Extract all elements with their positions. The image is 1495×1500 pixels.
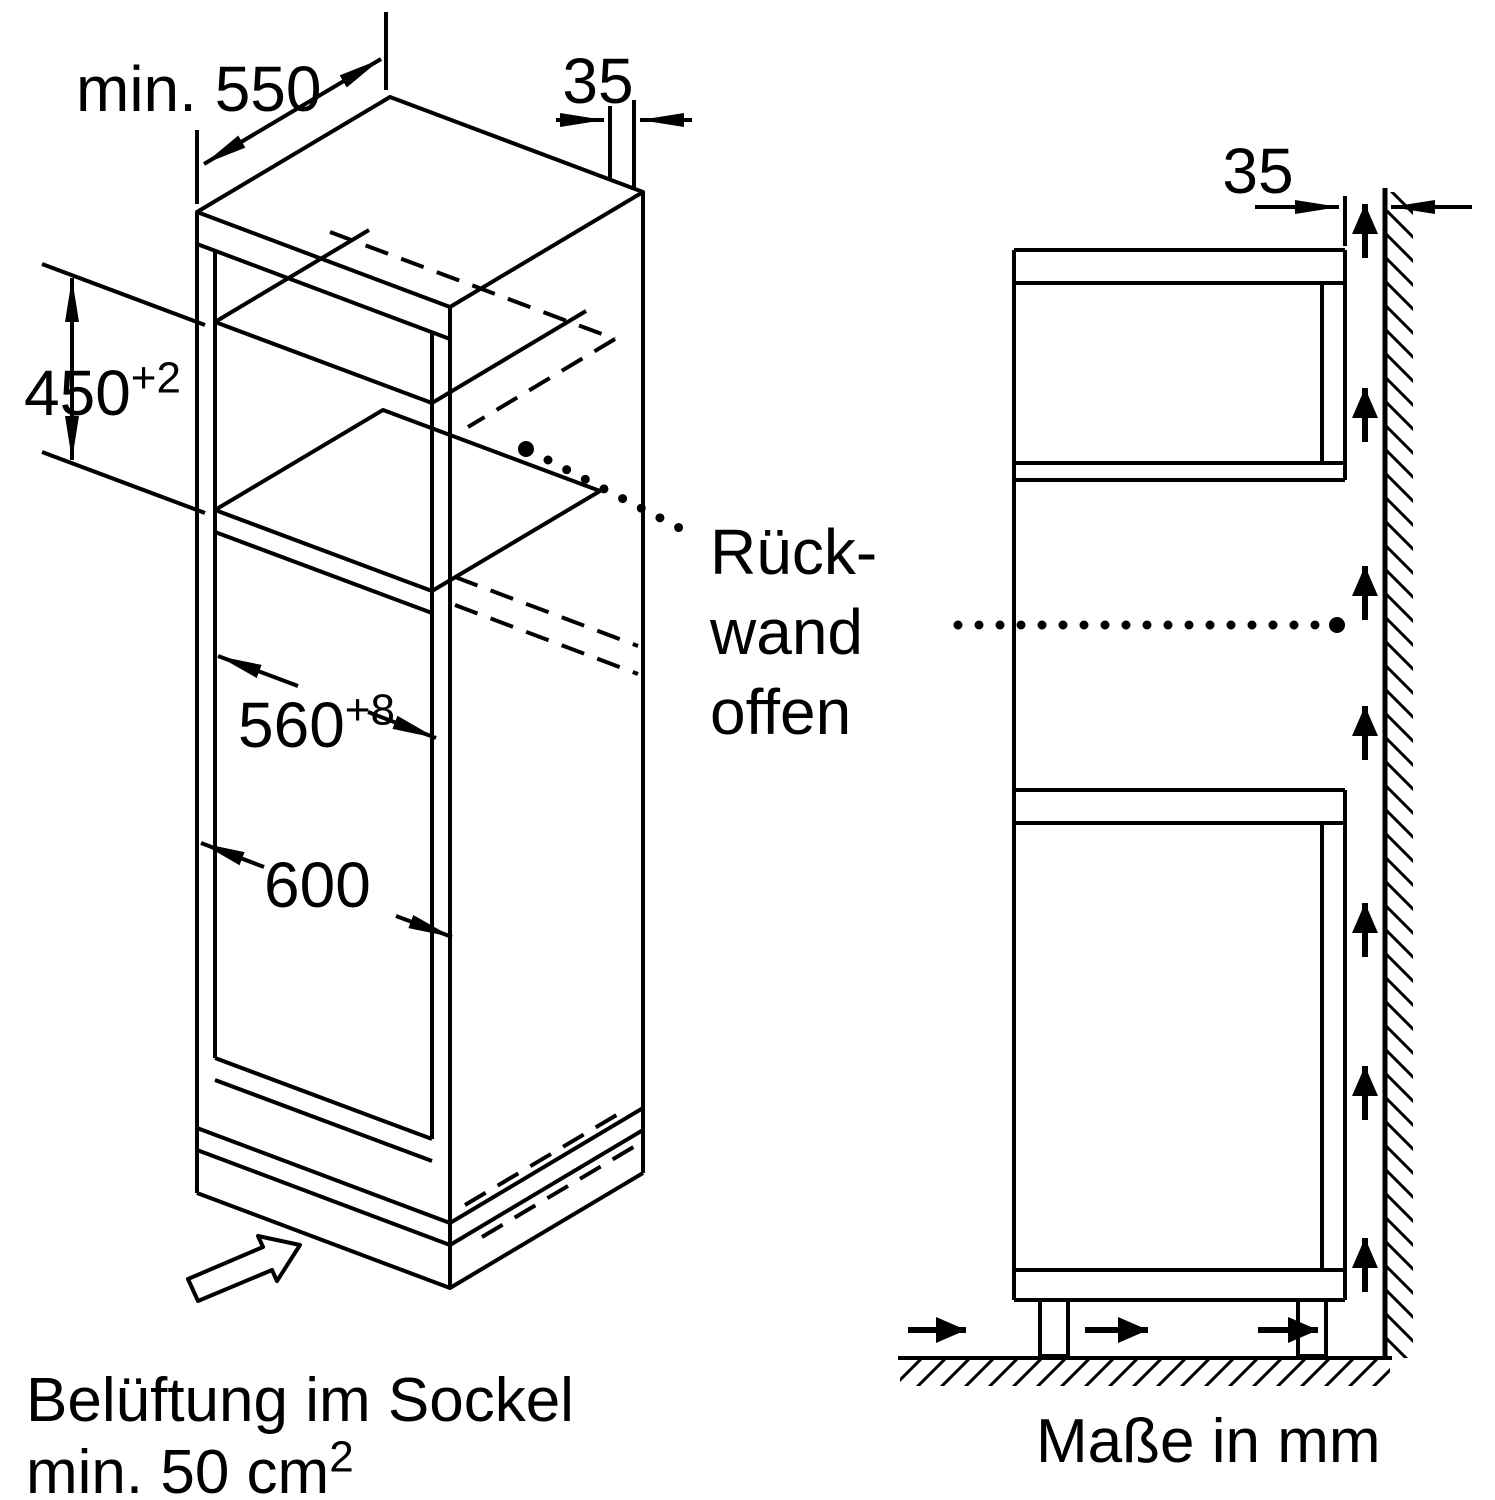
ventilation-note: Belüftung im Sockel min. 50 cm2 bbox=[26, 1365, 574, 1500]
dimension-600-arrow bbox=[200, 841, 453, 939]
dimension-min-550-arrow bbox=[195, 12, 388, 204]
dim-niche-height-value: 450 bbox=[24, 357, 131, 429]
dimension-560-arrow bbox=[217, 654, 437, 740]
dim-wall-gap-label: 35 bbox=[1222, 135, 1294, 207]
ventilation-note-line2-sup: 2 bbox=[329, 1432, 354, 1482]
floor-hatching bbox=[900, 1360, 1390, 1386]
backwall-leader-dots-left bbox=[518, 441, 700, 541]
dim-niche-height-tolerance: +2 bbox=[130, 353, 181, 403]
dim-niche-width-value: 560 bbox=[238, 689, 345, 761]
back-wall-open-note-line2: wand bbox=[710, 596, 863, 668]
wall-hatching bbox=[1387, 192, 1413, 1358]
back-wall-open-note-line3: offen bbox=[710, 676, 852, 748]
dim-top-gap-label: 35 bbox=[562, 45, 634, 117]
dim-niche-width-tolerance: +8 bbox=[344, 685, 395, 735]
back-wall-open-note: Rück- wand offen bbox=[710, 512, 877, 752]
dimension-35-arrows-right bbox=[1255, 196, 1472, 246]
dimension-35-arrows-left bbox=[556, 100, 692, 189]
dim-niche-height-label: 450+2 bbox=[24, 356, 181, 430]
left-cabinet-hidden-edges bbox=[329, 230, 644, 1239]
back-wall-open-note-line1: Rück- bbox=[710, 516, 878, 588]
ventilation-note-line1: Belüftung im Sockel bbox=[26, 1366, 574, 1435]
dimension-450-arrow bbox=[41, 262, 206, 515]
backwall-leader-dots-right bbox=[953, 617, 1345, 633]
units-note: Maße in mm bbox=[1036, 1407, 1381, 1476]
ventilation-block-arrow-icon bbox=[186, 1234, 302, 1303]
right-side-view-outline bbox=[898, 188, 1392, 1360]
ventilation-note-line2-text: min. 50 cm bbox=[26, 1438, 330, 1500]
ventilation-note-line2: min. 50 cm2 bbox=[26, 1435, 574, 1500]
dim-niche-width-label: 560+8 bbox=[238, 688, 395, 762]
dim-outer-width-label: 600 bbox=[264, 849, 371, 921]
dim-depth-label: min. 550 bbox=[76, 53, 322, 125]
